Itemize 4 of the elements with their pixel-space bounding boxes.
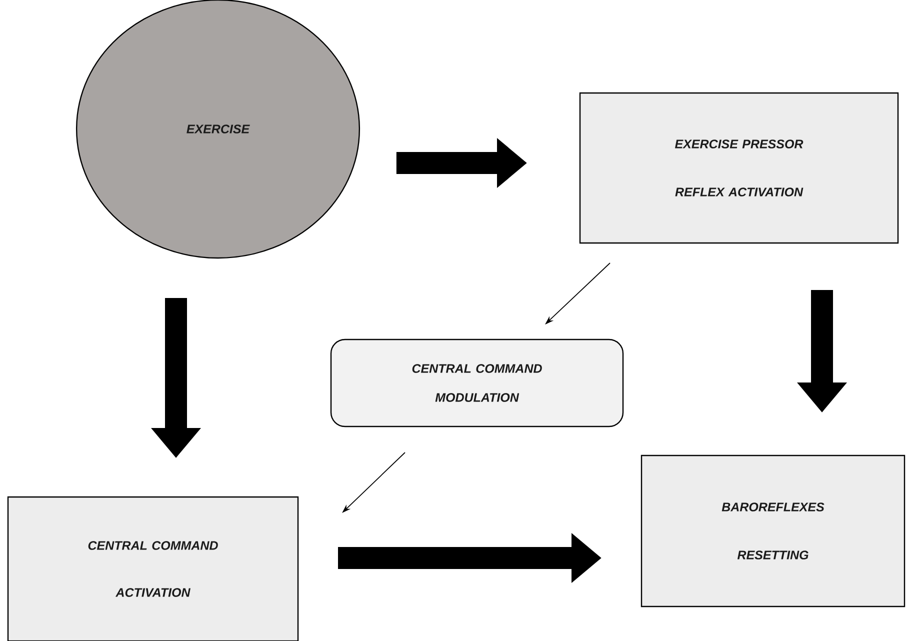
process-box: EXERCISE PRESSOR REFLEX ACTIVATION (579, 92, 899, 244)
rounded-box: CENTRAL COMMAND MODULATION (330, 338, 624, 428)
process-box: CENTRAL COMMAND ACTIVATION (7, 496, 299, 641)
process-box: BAROREFLEXES RESETTING (640, 454, 906, 608)
